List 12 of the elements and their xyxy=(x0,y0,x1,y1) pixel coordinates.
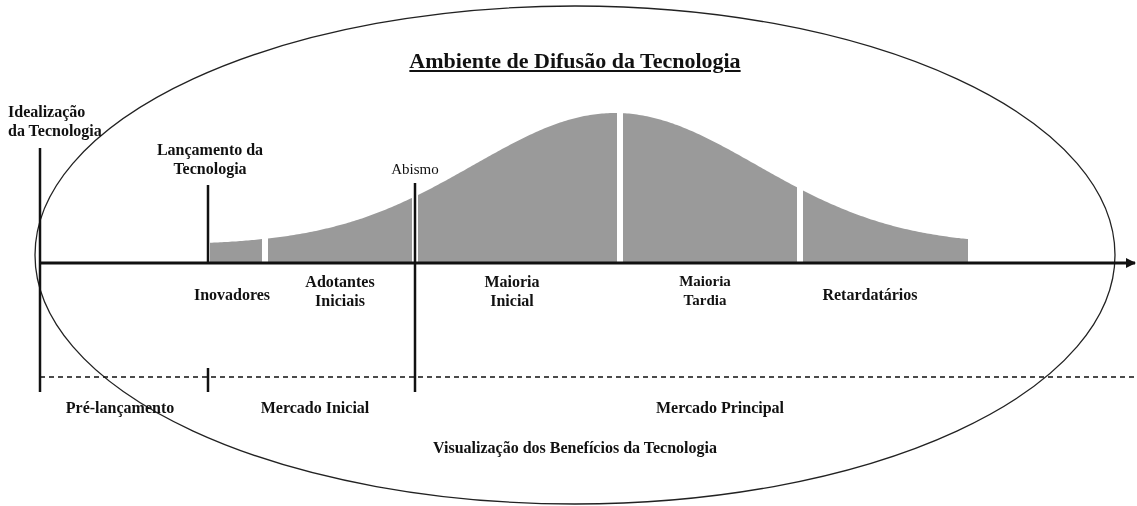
segment-label: Inovadores xyxy=(193,285,271,304)
phase-label: Mercado Inicial xyxy=(260,398,370,417)
phase-label: Mercado Principal xyxy=(655,398,785,417)
segment-label: Adotantes Iniciais xyxy=(304,272,376,310)
diagram-title: Ambiente de Difusão da Tecnologia xyxy=(409,48,741,74)
segment-label: Maioria Inicial xyxy=(483,272,541,310)
milestone-label: Abismo xyxy=(391,160,439,179)
milestone-label: Idealização da Tecnologia xyxy=(8,102,103,140)
segment-label: Maioria Tardia xyxy=(678,272,732,310)
segment-label: Retardatários xyxy=(822,285,918,304)
milestone-label: Lançamento da Tecnologia xyxy=(155,140,265,178)
note-text: Visualização dos Benefícios da Tecnologia xyxy=(433,438,717,457)
